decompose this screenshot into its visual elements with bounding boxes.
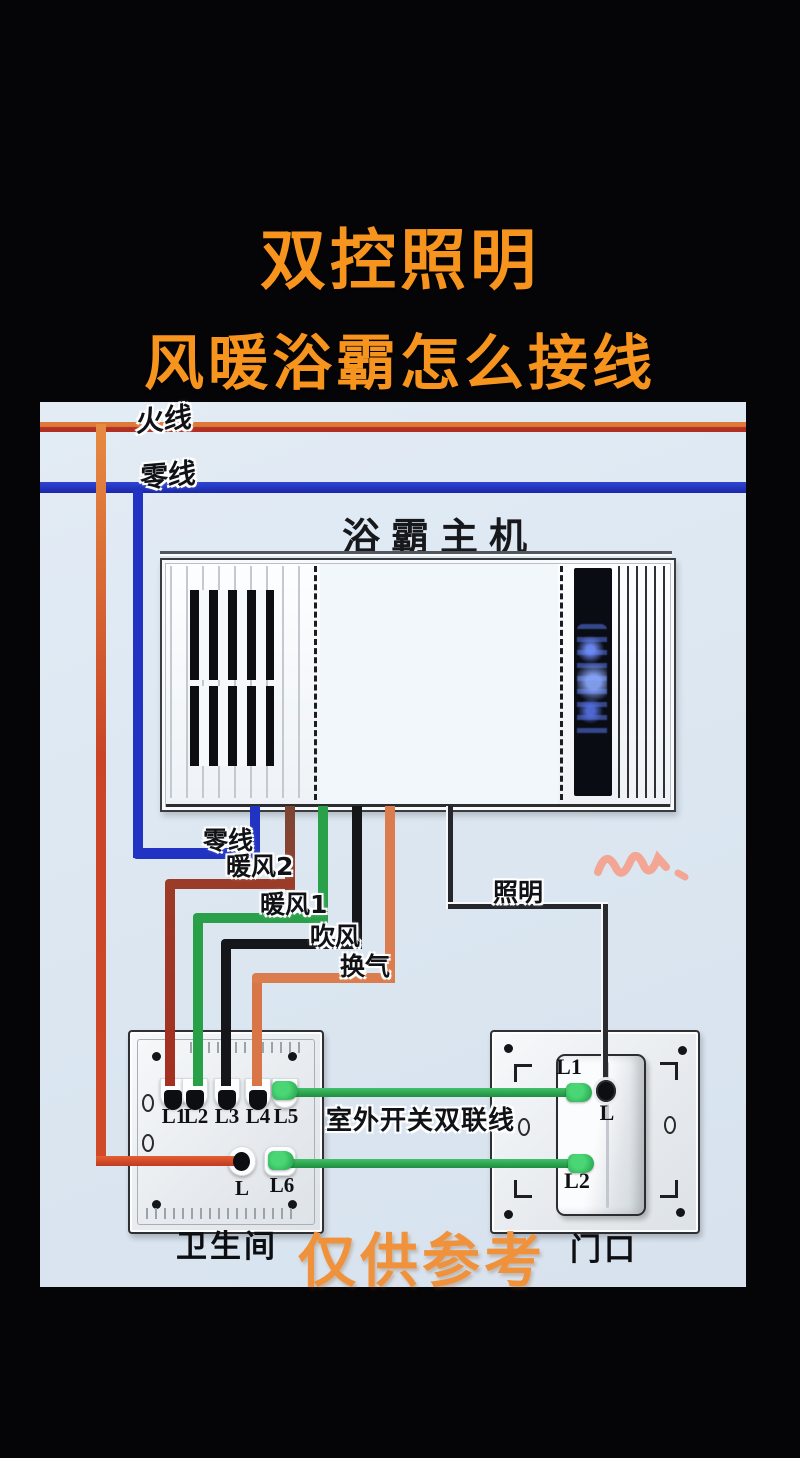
unit-divider-dashed-right (560, 566, 563, 800)
vent-label: 换气 (340, 952, 391, 981)
corner-bracket-icon (514, 1064, 532, 1082)
mount-hole-icon (142, 1094, 154, 1112)
display-glow-icon (577, 624, 607, 740)
right-terminal-label-L: L (599, 1100, 615, 1125)
plate-hatch-marks (190, 1042, 300, 1053)
link-wire-top (290, 1088, 580, 1097)
blow-wire-down (221, 949, 231, 1086)
terminal-label-L1: L1 (161, 1104, 187, 1128)
green-terminal-L6 (268, 1151, 294, 1170)
screw-icon (504, 1044, 513, 1053)
warm1-label: 暖风1 (260, 890, 328, 919)
terminal-clamp-L (233, 1152, 250, 1171)
mount-hole-icon (664, 1116, 676, 1134)
rocker-seam (606, 1062, 609, 1208)
unit-right-stripes (618, 566, 666, 798)
light-wire-down (603, 904, 608, 1094)
live-feed-wire-vertical (96, 424, 106, 1158)
right-terminal-label-L1: L1 (556, 1054, 582, 1079)
screw-icon (288, 1200, 297, 1209)
neutral-bus-wire (40, 482, 746, 493)
warm1-wire-run (193, 913, 328, 923)
unit-grille-slats-bottom (190, 686, 274, 766)
vent-wire-down (252, 983, 262, 1086)
right-terminal-label-L2: L2 (564, 1168, 590, 1193)
squiggle-mark-icon (594, 850, 689, 881)
screw-icon (288, 1052, 297, 1061)
unit-bottom-line (166, 804, 670, 807)
screw-icon (152, 1052, 161, 1061)
green-terminal-L5 (272, 1081, 298, 1100)
neutral-bus-label: 零线 (139, 456, 197, 495)
light-wire-run (448, 904, 608, 909)
warm2-wire-run (165, 879, 295, 889)
neutral-branch-wire-riser (250, 806, 260, 859)
terminal-label-L2: L2 (183, 1104, 209, 1128)
corner-bracket-icon (660, 1062, 678, 1080)
live-feed-wire-horizontal (96, 1156, 248, 1166)
corner-bracket-icon (514, 1180, 532, 1198)
vent-wire-run (252, 973, 395, 983)
terminal-clamp-L1 (164, 1090, 182, 1110)
terminal-label-L4: L4 (245, 1104, 271, 1128)
warm2-label: 暖风2 (226, 852, 294, 881)
link-wire-label: 室外开关双联线 (326, 1106, 516, 1136)
blow-label: 吹风 (310, 922, 361, 951)
plate-hatch-marks (146, 1208, 296, 1219)
green-terminal-right-L1 (566, 1083, 592, 1102)
vent-wire-drop (385, 806, 395, 983)
live-bus-label: 火线 (135, 400, 193, 439)
unit-display-panel (574, 568, 612, 796)
caption-doorway: 门口 (570, 1232, 638, 1268)
warm2-wire-drop (285, 806, 295, 890)
title-line-1: 双控照明 (260, 222, 540, 299)
terminal-clamp-L3 (218, 1090, 236, 1110)
watermark-text: 仅供参考 (298, 1227, 547, 1295)
terminal-hole-L (596, 1080, 616, 1102)
corner-bracket-icon (660, 1180, 678, 1198)
blow-wire-drop (352, 806, 362, 949)
doorway-switch-plate (490, 1030, 700, 1234)
wiring-diagram: 火线 零线 浴霸主机 零线 暖风2 暖风1 吹风 换气 照明 (40, 400, 746, 1295)
unit-grille-slats-top (190, 590, 274, 680)
green-terminal-right-L2 (568, 1154, 594, 1173)
terminal-label-L5: L5 (273, 1104, 299, 1128)
caption-bathroom: 卫生间 (176, 1229, 278, 1265)
warm2-wire-down (165, 889, 175, 1086)
neutral-branch-label: 零线 (203, 826, 254, 855)
terminal-label-L: L (234, 1176, 249, 1200)
unit-title-rule (160, 551, 672, 554)
terminal-label-L6: L6 (269, 1173, 295, 1197)
screw-icon (676, 1208, 685, 1217)
neutral-branch-wire-vertical (133, 490, 143, 858)
mount-hole-icon (518, 1118, 530, 1136)
screw-icon (678, 1046, 687, 1055)
unit-divider-dashed-left (314, 566, 317, 800)
mount-hole-icon (142, 1134, 154, 1152)
warm1-wire-down (193, 923, 203, 1086)
light-wire-drop (448, 806, 453, 909)
link-wire-bottom (290, 1159, 582, 1168)
terminal-clamp-L4 (249, 1090, 267, 1110)
warm1-wire-drop (318, 806, 328, 923)
screw-icon (152, 1200, 161, 1209)
live-bus-wire (40, 422, 746, 432)
title-line-2: 风暖浴霸怎么接线 (144, 329, 656, 399)
unit-center-panel (320, 564, 558, 804)
blow-wire-run (221, 939, 362, 949)
terminal-clamp-L2 (186, 1090, 204, 1110)
heater-unit (160, 558, 676, 812)
light-label: 照明 (493, 878, 544, 907)
neutral-branch-wire-horizontal (133, 848, 260, 859)
screw-icon (504, 1210, 513, 1219)
terminal-label-L3: L3 (214, 1104, 240, 1128)
